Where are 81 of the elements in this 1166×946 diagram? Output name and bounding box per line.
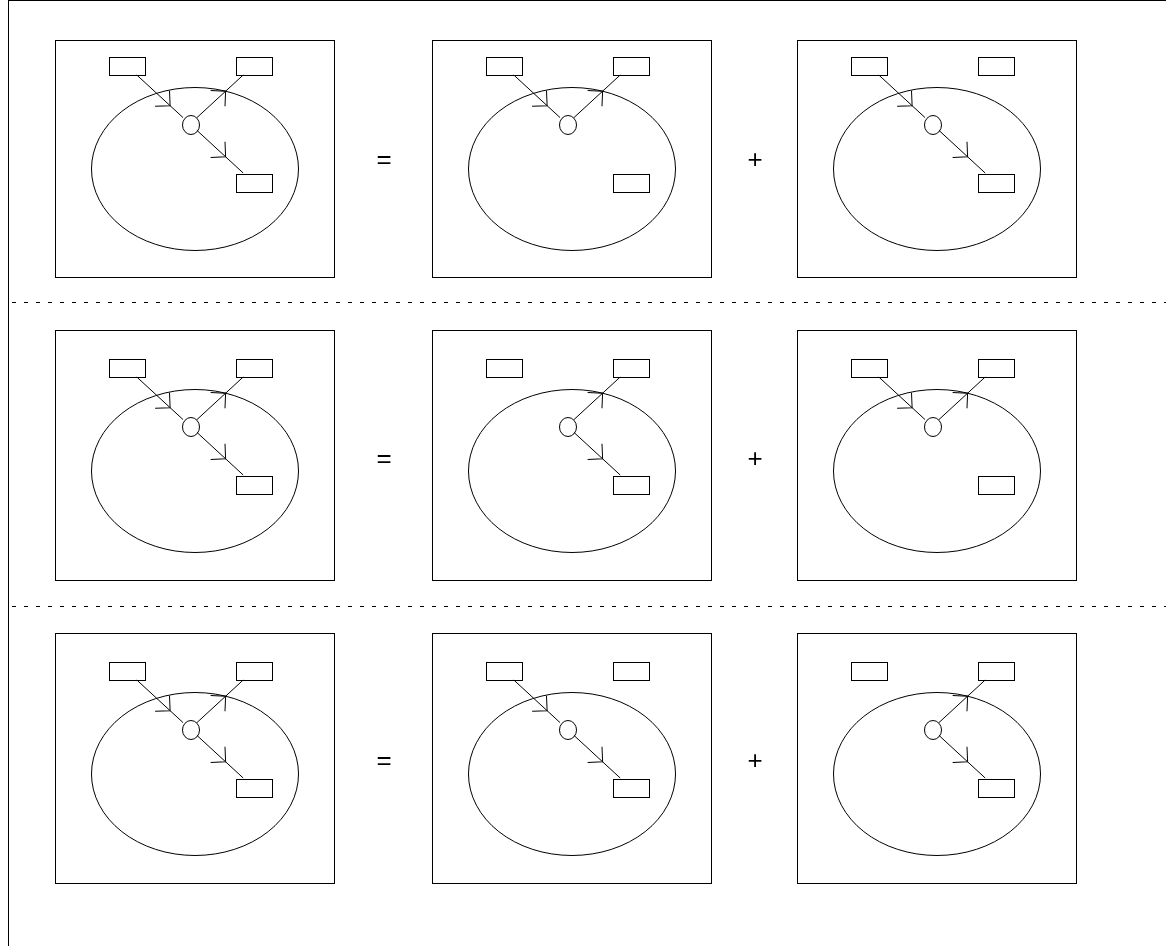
small-box: [978, 476, 1015, 495]
arrow: [513, 679, 561, 724]
large-ellipse: [468, 692, 676, 856]
small-box: [109, 662, 146, 681]
arrow: [938, 679, 986, 724]
arrow: [573, 734, 621, 779]
plus-sign: +: [746, 144, 764, 174]
small-box: [236, 359, 273, 378]
arrow: [573, 74, 621, 119]
large-ellipse: [468, 87, 676, 251]
arrow: [196, 734, 244, 779]
small-box: [236, 662, 273, 681]
equals-sign: =: [375, 443, 393, 473]
small-box: [978, 359, 1015, 378]
small-circle: [924, 417, 942, 437]
panel-frame: [797, 330, 1077, 581]
large-ellipse: [833, 87, 1041, 251]
arrow: [136, 376, 184, 421]
small-box: [978, 662, 1015, 681]
small-circle: [559, 115, 577, 135]
arrow: [878, 74, 926, 119]
small-box: [851, 57, 888, 76]
small-box: [613, 662, 650, 681]
arrow: [136, 74, 184, 119]
arrow: [196, 74, 244, 119]
arrow: [938, 129, 986, 174]
small-box: [109, 359, 146, 378]
small-circle: [924, 115, 942, 135]
small-box: [486, 359, 523, 378]
small-box: [613, 476, 650, 495]
small-box: [613, 779, 650, 798]
arrow: [196, 679, 244, 724]
small-box: [978, 779, 1015, 798]
plus-sign: +: [746, 443, 764, 473]
small-box: [236, 174, 273, 193]
small-circle: [182, 115, 200, 135]
small-box: [851, 662, 888, 681]
panel-frame: [432, 40, 712, 278]
arrow: [573, 431, 621, 476]
arrow: [196, 129, 244, 174]
arrow: [573, 376, 621, 421]
small-box: [486, 57, 523, 76]
small-box: [236, 779, 273, 798]
arrow: [196, 431, 244, 476]
large-ellipse: [468, 389, 676, 553]
panel-frame: [432, 330, 712, 581]
large-ellipse: [91, 692, 299, 856]
arrow: [513, 74, 561, 119]
arrow: [938, 376, 986, 421]
small-box: [613, 57, 650, 76]
small-circle: [182, 720, 200, 740]
panel-frame: [55, 40, 335, 278]
equals-sign: =: [375, 745, 393, 775]
small-circle: [559, 417, 577, 437]
arrow: [196, 376, 244, 421]
arrow: [878, 376, 926, 421]
small-circle: [924, 720, 942, 740]
panel-frame: [797, 40, 1077, 278]
small-circle: [559, 720, 577, 740]
large-ellipse: [833, 389, 1041, 553]
small-circle: [182, 417, 200, 437]
panel-frame: [55, 330, 335, 581]
small-box: [613, 359, 650, 378]
small-box: [236, 57, 273, 76]
small-box: [978, 57, 1015, 76]
small-box: [236, 476, 273, 495]
small-box: [851, 359, 888, 378]
small-box: [613, 174, 650, 193]
panel-frame: [797, 633, 1077, 884]
small-box: [109, 57, 146, 76]
panel-frame: [55, 633, 335, 884]
plus-sign: +: [746, 745, 764, 775]
equals-sign: =: [375, 144, 393, 174]
large-ellipse: [833, 692, 1041, 856]
large-ellipse: [91, 389, 299, 553]
arrow: [938, 734, 986, 779]
large-ellipse: [91, 87, 299, 251]
small-box: [486, 662, 523, 681]
small-box: [978, 174, 1015, 193]
arrow: [136, 679, 184, 724]
panel-frame: [432, 633, 712, 884]
